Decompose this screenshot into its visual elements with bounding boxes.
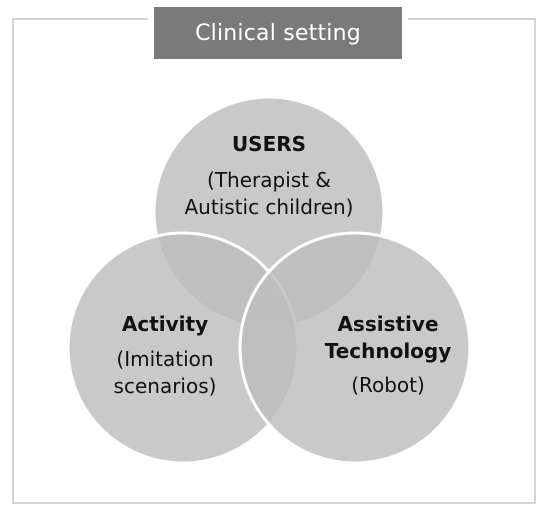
diagram-title-text: Clinical setting bbox=[195, 20, 361, 46]
activity-heading: Activity bbox=[121, 312, 209, 336]
users-sub-line-2: Autistic children) bbox=[184, 195, 354, 219]
users-sub-line-1: (Therapist & bbox=[207, 168, 331, 192]
technology-label: Assistive Technology (Robot) bbox=[303, 311, 473, 399]
users-heading: USERS bbox=[231, 132, 307, 156]
technology-heading-line-1: Assistive bbox=[337, 312, 439, 336]
technology-sub-line-1: (Robot) bbox=[351, 373, 425, 397]
technology-circle bbox=[238, 231, 472, 465]
diagram-title: Clinical setting bbox=[148, 7, 408, 59]
activity-label: Activity (Imitation scenarios) bbox=[85, 311, 245, 400]
activity-sub-line-2: scenarios) bbox=[113, 374, 217, 398]
technology-heading-line-2: Technology bbox=[324, 339, 452, 363]
users-label: USERS (Therapist & Autistic children) bbox=[169, 131, 369, 221]
activity-sub-line-1: (Imitation bbox=[116, 347, 214, 371]
